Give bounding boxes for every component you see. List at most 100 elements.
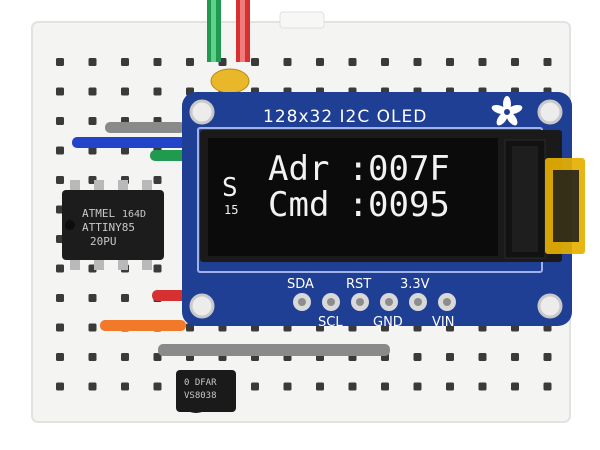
breadboard-hole <box>153 58 162 66</box>
ir-sensor: 0 DFAR VS8038 <box>176 370 236 413</box>
mount-hole <box>537 99 563 125</box>
attiny85-chip: ATMEL 164D ATTINY85 20PU <box>62 180 164 270</box>
pin-label-scl: SCL <box>318 315 343 330</box>
oled-adr-value: 007F <box>368 149 450 189</box>
breadboard-hole <box>381 58 389 66</box>
breadboard-hole <box>56 87 64 96</box>
chip-pin <box>142 180 152 192</box>
chip-pin <box>94 258 104 270</box>
breadboard-hole <box>478 382 487 391</box>
adafruit-logo-icon <box>491 96 523 126</box>
breadboard-hole <box>88 146 97 155</box>
breadboard-hole <box>56 264 64 273</box>
board-title: 128x32 I2C OLED <box>263 107 427 127</box>
header-pin-core <box>327 298 335 306</box>
sensor-line1: 0 DFAR <box>184 378 217 388</box>
chip-pin <box>94 180 104 192</box>
breadboard-hole <box>283 382 292 391</box>
oled-module: 128x32 I2C OLED S 15 Adr : 007F <box>182 92 585 330</box>
oled-adr-label: Adr <box>268 149 329 189</box>
breadboard-hole <box>88 323 97 332</box>
pin-label-gnd: GND <box>373 315 403 330</box>
chip-pin <box>118 180 128 192</box>
breadboard-hole <box>121 58 129 66</box>
breadboard-hole <box>511 382 519 391</box>
top-wires <box>207 0 250 62</box>
breadboard-hole <box>478 58 487 66</box>
chip-suffix: 20PU <box>90 235 117 248</box>
breadboard-hole <box>413 382 422 391</box>
header-pin-core <box>298 298 306 306</box>
breadboard-hole <box>251 382 259 391</box>
breadboard-hole <box>413 58 422 66</box>
header-pins <box>293 293 456 311</box>
breadboard-hole <box>153 353 162 361</box>
pin-label-rst: RST <box>346 277 371 292</box>
breadboard-hole <box>88 87 97 96</box>
header-pin-core <box>443 298 451 306</box>
left-wires <box>72 122 390 356</box>
breadboard-hole <box>478 353 487 361</box>
breadboard-hole <box>56 176 64 184</box>
breadboard-hole <box>121 87 129 96</box>
breadboard-hole <box>88 353 97 361</box>
breadboard-hole <box>251 58 259 66</box>
breadboard-hole <box>121 146 129 155</box>
breadboard-hole <box>446 58 454 66</box>
chip-brand: ATMEL <box>82 207 115 220</box>
breadboard-hole <box>186 58 194 66</box>
oled-cmd-value: 0095 <box>368 185 450 225</box>
breadboard-hole <box>543 382 552 391</box>
oled-line2-colon: : <box>348 185 368 225</box>
oled-display <box>208 138 498 256</box>
breadboard-hole <box>511 353 519 361</box>
header-pin-core <box>356 298 364 306</box>
breadboard-hole <box>348 58 357 66</box>
oled-side-number: 15 <box>224 203 238 217</box>
oled-line1-colon: : <box>348 149 368 189</box>
breadboard-hole <box>121 294 129 302</box>
oled-cmd-label: Cmd <box>268 185 329 225</box>
breadboard-hole <box>316 58 324 66</box>
breadboard-hole <box>56 353 64 361</box>
breadboard-hole <box>316 382 324 391</box>
breadboard-hole <box>153 176 162 184</box>
breadboard-hole <box>88 382 97 391</box>
breadboard-hole <box>543 58 552 66</box>
breadboard-hole <box>153 87 162 96</box>
pin-label-3v3: 3.3V <box>400 277 430 292</box>
breadboard-hole <box>56 323 64 332</box>
header-pin-core <box>414 298 422 306</box>
breadboard-hole <box>56 117 64 125</box>
breadboard-hole <box>283 58 292 66</box>
breadboard-hole <box>121 353 129 361</box>
breadboard-hole <box>186 323 194 332</box>
chip-pin <box>118 258 128 270</box>
breadboard-hole <box>121 382 129 391</box>
breadboard-hole <box>543 353 552 361</box>
oled-side-letter: S <box>222 173 238 203</box>
breadboard-hole <box>413 353 422 361</box>
breadboard-hole <box>381 382 389 391</box>
breadboard-hole <box>446 353 454 361</box>
breadboard-hole <box>56 294 64 302</box>
chip-pin <box>70 180 80 192</box>
mount-hole <box>189 99 215 125</box>
breadboard-hole <box>153 264 162 273</box>
mount-hole <box>537 293 563 319</box>
chip-pin <box>142 258 152 270</box>
breadboard-hole <box>511 58 519 66</box>
header-pin-core <box>385 298 393 306</box>
breadboard-hole <box>56 58 64 66</box>
chip-pin <box>70 258 80 270</box>
breadboard-hole <box>348 382 357 391</box>
mount-hole <box>189 293 215 319</box>
sensor-line2: VS8038 <box>184 391 217 401</box>
pin-label-sda: SDA <box>287 277 314 292</box>
breadboard-hole <box>56 146 64 155</box>
flex-tape <box>545 158 585 254</box>
pin-label-vin: VIN <box>432 315 454 330</box>
breadboard-hole <box>56 382 64 391</box>
breadboard-notch <box>279 11 325 29</box>
